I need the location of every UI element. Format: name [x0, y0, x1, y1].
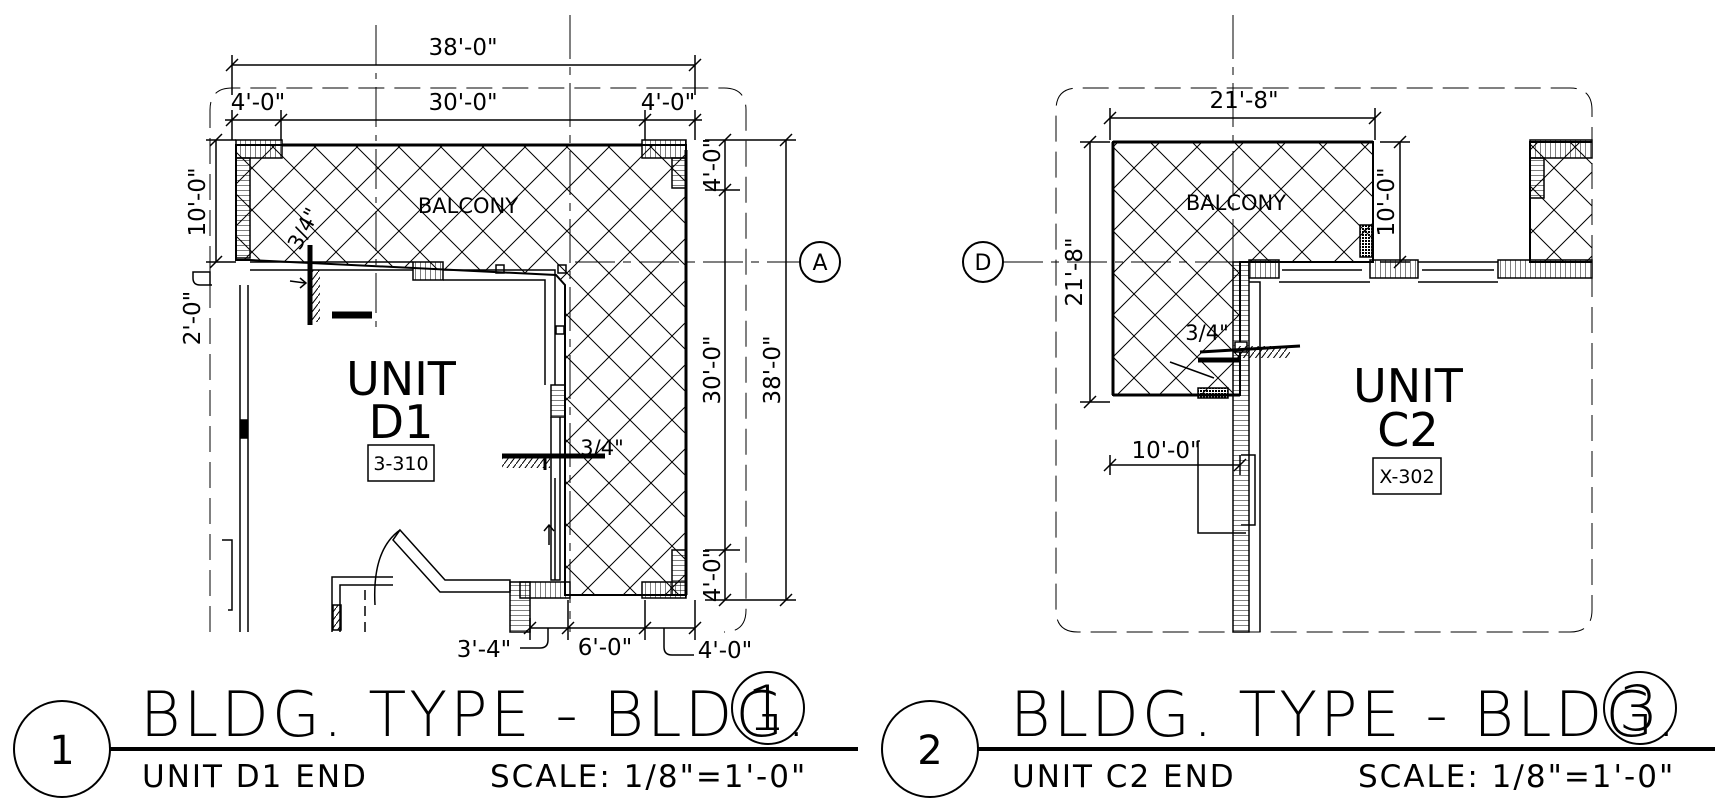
unit-label-line2: C2	[1377, 403, 1438, 457]
plan-1-labels: 38'-0" 4'-0" 30'-0" 4'-0" 10'-0" 2'-0" 4…	[180, 35, 828, 664]
drawing-title: BLDG. TYPE - BLDG.	[1010, 678, 1679, 751]
dim-right-mid: 30'-0"	[700, 335, 726, 404]
unit-tag: X-302	[1379, 466, 1434, 488]
dim-bottom-right: 4'-0"	[698, 638, 752, 664]
dim-mid-top: 30'-0"	[428, 90, 497, 116]
plan-2	[962, 15, 1593, 633]
dim-bottom-left: 3'-4"	[457, 637, 511, 663]
balcony-label: BALCONY	[418, 194, 518, 218]
plan-1-boundary	[209, 87, 747, 633]
dim-left-balcony: 10'-0"	[185, 167, 211, 236]
unit-label-line1: UNIT	[346, 352, 457, 406]
drawing-scale: SCALE: 1/8"=1'-0"	[490, 759, 807, 795]
plan-1	[192, 15, 841, 656]
title-number: 3	[1619, 672, 1661, 745]
dim-right-overall: 38'-0"	[760, 335, 786, 404]
detail-number: 1	[49, 728, 74, 774]
dim-left-lower: 2'-0"	[180, 291, 206, 345]
dim-bottom: 10'-0"	[1131, 438, 1200, 464]
dim-overall-top: 38'-0"	[428, 35, 497, 61]
dim-right: 10'-0"	[1374, 167, 1400, 236]
detail-number: 2	[917, 728, 942, 774]
plan-1-title-block: 1 BLDG. TYPE - BLDG. 1 UNIT D1 END SCALE…	[13, 671, 858, 798]
plan-2-boundary	[1055, 87, 1593, 633]
drawing-subtitle: UNIT C2 END	[1012, 759, 1236, 795]
dim-bottom-mid: 6'-0"	[578, 635, 632, 661]
plan-2-labels: 21'-8" 21'-8" 10'-0" 10'-0" BALCONY 3/4"…	[975, 88, 1464, 488]
unit-tag: 3-310	[373, 453, 428, 475]
unit-label-line1: UNIT	[1353, 359, 1464, 413]
plan-2-title-block: 2 BLDG. TYPE - BLDG. 3 UNIT C2 END SCALE…	[881, 671, 1715, 798]
grid-bubble-label: D	[975, 251, 992, 276]
grid-bubble-label: A	[812, 251, 827, 276]
slope-label-lower: 3/4"	[580, 436, 623, 460]
unit-label-line2: D1	[369, 395, 434, 449]
drawing-subtitle: UNIT D1 END	[142, 759, 368, 795]
slope-label: 3/4"	[1185, 321, 1228, 345]
title-number-circle	[731, 671, 805, 745]
dim-right-lower: 4'-0"	[700, 548, 726, 602]
dim-left-top: 4'-0"	[231, 90, 285, 116]
dim-left: 21'-8"	[1062, 237, 1088, 306]
title-number: 1	[747, 672, 789, 745]
dim-top: 21'-8"	[1209, 88, 1278, 114]
drawing-title: BLDG. TYPE - BLDG.	[140, 678, 809, 751]
dim-right-top: 4'-0"	[641, 90, 695, 116]
title-number-circle	[1603, 671, 1677, 745]
balcony-label: BALCONY	[1186, 191, 1286, 215]
drawing-scale: SCALE: 1/8"=1'-0"	[1358, 759, 1675, 795]
dim-right-upper: 4'-0"	[700, 138, 726, 192]
